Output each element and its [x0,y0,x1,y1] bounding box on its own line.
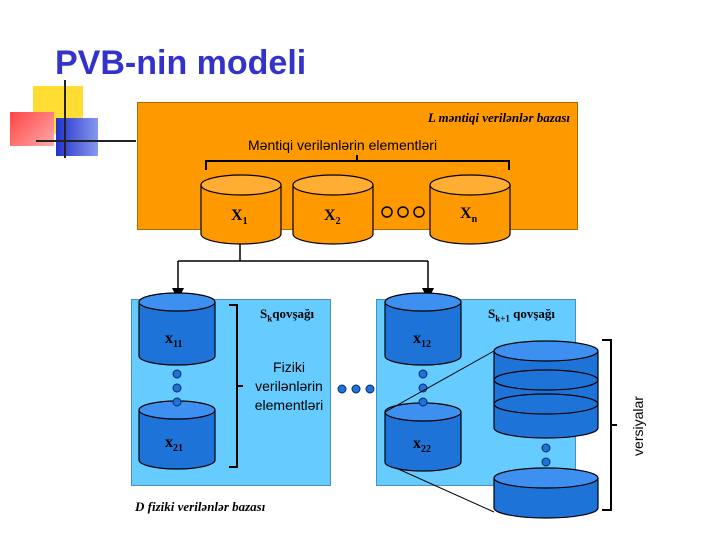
version-stack [493,340,599,439]
version-bottom-cylinder [493,467,599,519]
physical-elements-line-3: elementləri [254,397,324,413]
cylinder-x21 [138,400,216,470]
connection-lines [172,244,434,300]
physical-elements-line-2: verilənlərin [255,378,323,394]
cylinder-x21-label: x21 [165,434,183,455]
segment-k-dots [172,369,182,407]
vertical-rule [64,80,66,158]
cylinder-xn [429,174,511,245]
horizontal-rule [36,140,136,142]
logical-elements-bracket [205,155,510,170]
cylinder-x11 [138,292,216,366]
cylinder-xn-label: Xn [460,205,478,226]
cylinder-x22 [384,402,462,472]
between-segments-dots [337,384,375,394]
logical-ellipsis [381,206,425,218]
physical-elements-line-1: Fiziki [273,359,305,375]
cylinder-x2-label: X2 [324,207,341,228]
segment-k1-dots [418,369,428,407]
versions-bracket [602,339,612,511]
logical-db-label: L məntiqi verilənlər bazası [427,110,570,125]
cylinder-x11-label: x11 [165,330,183,351]
version-projection-lines [384,350,495,513]
cylinder-x12-label: x12 [413,330,431,351]
cylinder-x12 [384,292,462,366]
cylinder-x1 [200,174,282,245]
cylinder-x2 [292,174,374,245]
physical-db-label: D fiziki verilənlər bazası [135,499,266,514]
cylinder-x22-label: x22 [413,435,431,456]
physical-elements-label: Fiziki verilənlərin elementləri [234,358,344,415]
blue-square [56,118,98,156]
cylinder-x1-label: X1 [231,207,248,228]
versions-label: versiyalar [630,396,646,456]
segment-k-label: Skqovşağı [260,306,315,324]
logical-elements-label: Məntiqi verilənlərin elementləri [248,137,438,153]
page-title: PVB-nin modeli [55,44,307,82]
segment-k1-label: Sk+1 qovşağı [488,306,556,324]
